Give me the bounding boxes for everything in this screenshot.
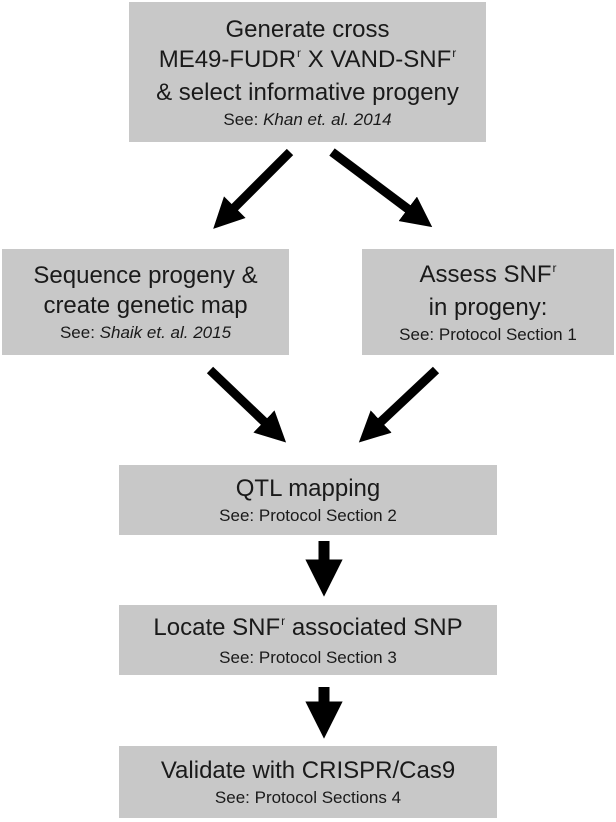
sequence-line2: create genetic map	[43, 292, 248, 319]
assess-line2: in progeny:	[428, 293, 548, 321]
assess-line1: Assess SNFr	[419, 260, 557, 288]
assess-reference: See: Protocol Section 1	[399, 324, 577, 344]
validate-reference: See: Protocol Sections 4	[214, 788, 402, 807]
qtl-reference: See: Protocol Section 2	[219, 506, 397, 525]
arrow-sequence-to-qtl	[206, 366, 287, 443]
box-qtl-mapping: QTL mapping See: Protocol Section 2	[119, 465, 497, 535]
locate-reference: See: Protocol Section 3	[219, 647, 397, 667]
locate-line1: Locate SNFr associated SNP	[153, 613, 463, 641]
box-assess-snf: Assess SNFr in progeny: See: Protocol Se…	[362, 249, 614, 355]
generate-line1: Generate cross	[225, 15, 390, 43]
generate-reference: See: Khan et. al. 2014	[223, 109, 392, 129]
generate-line3: & select informative progeny	[156, 78, 459, 106]
sequence-reference: See: Shaik et. al. 2015	[59, 323, 232, 342]
arrow-generate-to-assess	[329, 148, 433, 228]
arrow-generate-to-sequence	[213, 148, 294, 229]
arrow-assess-to-qtl	[358, 366, 440, 443]
validate-line1: Validate with CRISPR/Cas9	[160, 757, 456, 784]
generate-line2: ME49-FUDRr X VAND-SNFr	[158, 45, 457, 73]
qtl-line1: QTL mapping	[235, 475, 381, 502]
sequence-line1: Sequence progeny &	[33, 262, 258, 289]
box-generate-cross: Generate cross ME49-FUDRr X VAND-SNFr & …	[129, 2, 486, 142]
box-sequence-progeny: Sequence progeny & create genetic map Se…	[2, 249, 289, 355]
box-locate-snp: Locate SNFr associated SNP See: Protocol…	[119, 605, 497, 675]
box-validate-crispr: Validate with CRISPR/Cas9 See: Protocol …	[119, 746, 497, 818]
